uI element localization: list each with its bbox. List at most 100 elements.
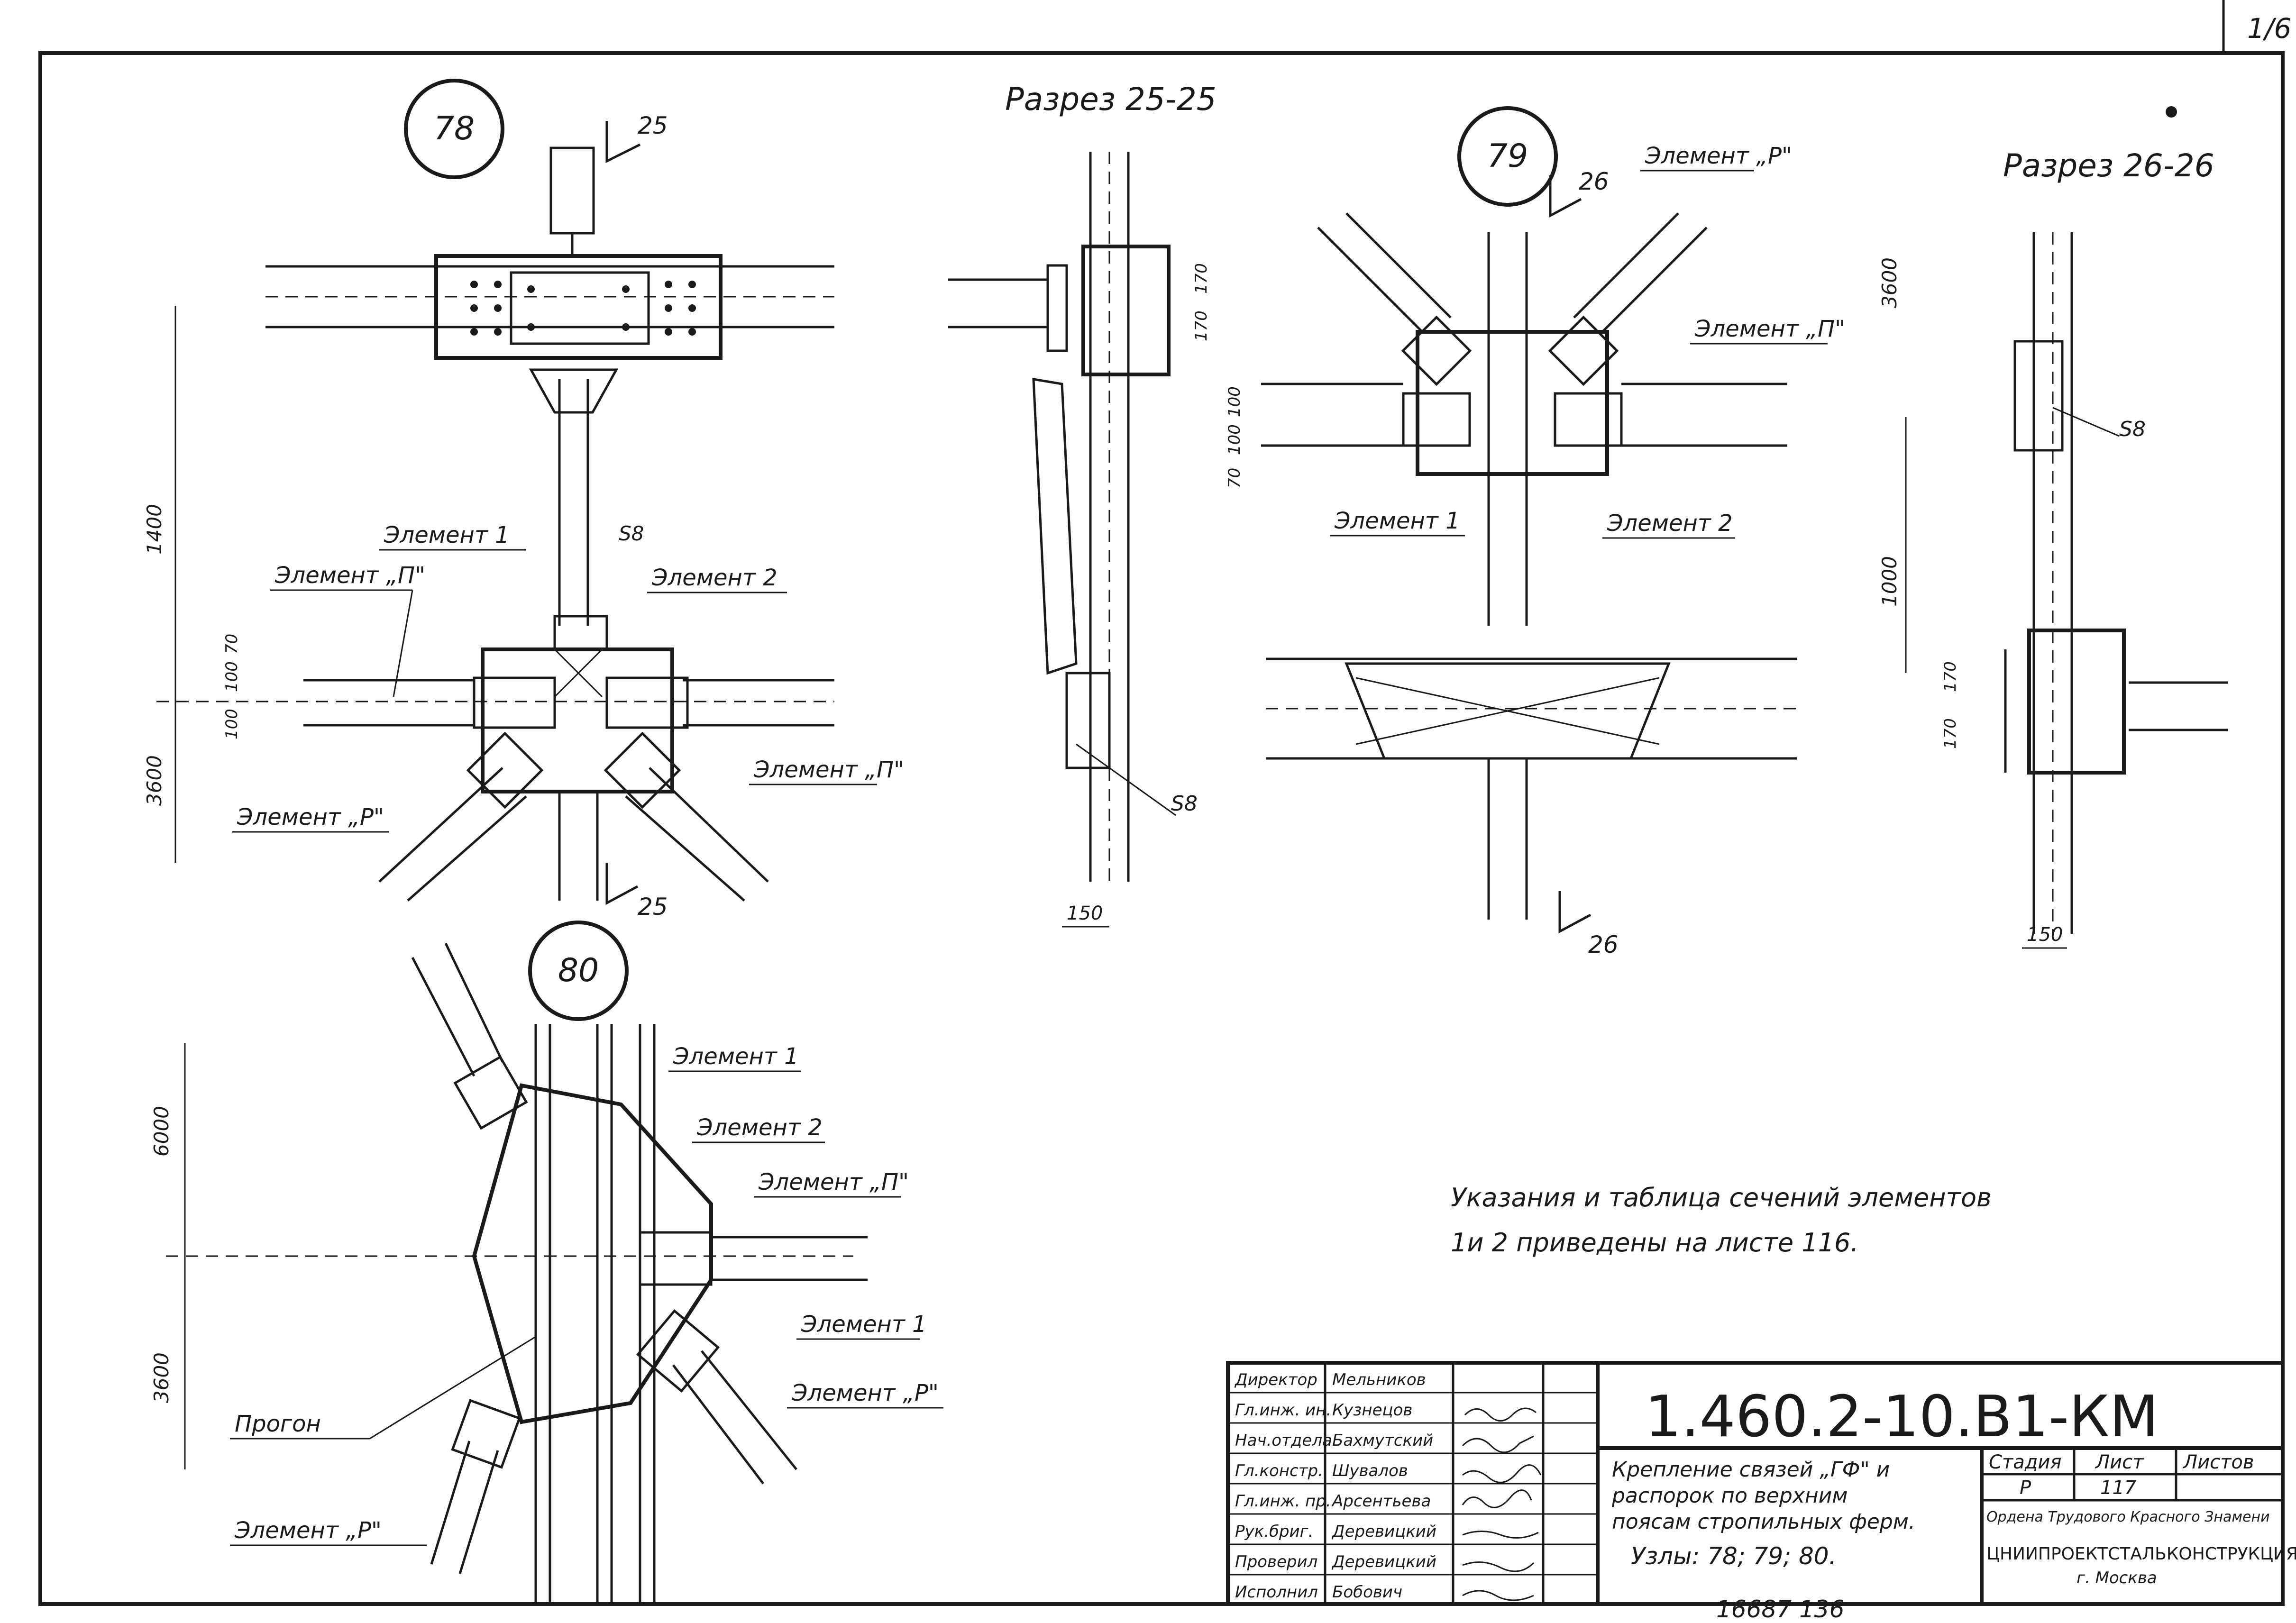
- label-element-p: Элемент „П": [758, 1169, 909, 1195]
- dim-170: 170: [1941, 718, 1960, 749]
- element-r-edge: [458, 1450, 499, 1574]
- label-s8: S8: [1171, 792, 1198, 816]
- org-line: Ордена Трудового Красного Знамени: [1986, 1509, 2270, 1525]
- dim-3600: 3600: [143, 755, 166, 806]
- element-p-plate: [1402, 392, 1471, 447]
- dim-170: 170: [1192, 263, 1211, 294]
- label-progon: Прогон: [235, 1411, 321, 1437]
- node-78-gusset: [481, 647, 674, 793]
- archive-number: 16687 136: [1716, 1596, 1844, 1623]
- section-25-drawing: Разрез 25-25 S8 150 170 170: [948, 81, 1217, 928]
- gusset-diagonal: [554, 648, 603, 698]
- hanger-plate: [529, 368, 619, 414]
- dim-6000: 6000: [150, 1106, 173, 1157]
- dim-1400: 1400: [143, 504, 166, 555]
- org-line: г. Москва: [2076, 1568, 2157, 1587]
- dim-1000: 1000: [1878, 556, 1901, 607]
- leader: [2052, 407, 2120, 437]
- label-element-p: Элемент „П": [753, 757, 904, 783]
- sheets-label: Листов: [2182, 1451, 2254, 1473]
- element-r-right-edge: [649, 767, 769, 883]
- staff-name: Арсентьева: [1331, 1492, 1431, 1511]
- element-r-plate: [451, 1399, 521, 1469]
- sheet-value: 117: [2100, 1477, 2137, 1499]
- top-plate: [1081, 245, 1171, 376]
- section-26-bottom-mark: 26: [1588, 931, 1619, 958]
- sheet-label: Лист: [2095, 1451, 2144, 1473]
- element-p-plate: [639, 1231, 713, 1286]
- label-element-1: Элемент 1: [801, 1311, 927, 1338]
- element-r-edge: [701, 1350, 797, 1470]
- section-25-title: Разрез 25-25: [1005, 81, 1217, 118]
- description-line: поясам стропильных ферм.: [1612, 1510, 1915, 1534]
- org-line: ЦНИИПРОЕКТСТАЛЬКОНСТРУКЦИЯ: [1986, 1544, 2296, 1564]
- element-r-left-edge: [378, 767, 503, 883]
- element-r-left-edge: [407, 795, 527, 902]
- node-80-label: 80: [558, 952, 599, 989]
- drawing-code: 1.460.2-10.В1-КМ: [1645, 1384, 2159, 1450]
- dim-70: 70: [1225, 468, 1244, 488]
- staff-name: Бобович: [1332, 1583, 1402, 1602]
- node-78-circle: [404, 79, 504, 179]
- element-p-left-plate: [473, 676, 556, 729]
- dim-150: 150: [1067, 903, 1103, 924]
- node-78-label: 78: [434, 110, 475, 147]
- brace-flange: [1032, 378, 1078, 675]
- title-block: Директор Мельников Гл.инж. ин. Кузнецов …: [1226, 1361, 2296, 1606]
- section-26-top-mark: 26: [1579, 168, 1609, 195]
- description-nodes: Узлы: 78; 79; 80.: [1631, 1542, 1836, 1570]
- staff-role: Гл.констр.: [1235, 1461, 1323, 1480]
- dim-100: 100: [1225, 424, 1244, 455]
- element-p-plate: [1554, 392, 1623, 447]
- section-25-bottom-arrow: [605, 863, 639, 905]
- element-r-right-edge: [625, 795, 745, 902]
- description-line: распорок по верхним: [1611, 1484, 1848, 1508]
- lower-plate: [1065, 672, 1111, 769]
- label-element-r: Элемент „Р": [1645, 143, 1792, 169]
- strut-top: [549, 146, 595, 235]
- node-80-circle: [528, 921, 629, 1021]
- element-r-edge: [1317, 227, 1423, 333]
- staff-name: Шувалов: [1332, 1461, 1408, 1480]
- element-r-right-plate: [604, 731, 681, 809]
- label-s8: S8: [2119, 417, 2146, 441]
- staff-name: Кузнецов: [1332, 1401, 1412, 1420]
- staff-role: Директор: [1234, 1370, 1317, 1389]
- node-79-gusset: [1416, 330, 1609, 476]
- staff-role: Гл.инж. ин.: [1235, 1401, 1331, 1420]
- dim-100: 100: [222, 661, 241, 692]
- splice-plate: [1345, 662, 1671, 760]
- element-r-plate: [1401, 315, 1472, 386]
- bottom-plate: [2027, 629, 2126, 775]
- element-r-edge: [672, 1364, 764, 1485]
- label-element-1: Элемент 1: [673, 1043, 799, 1070]
- staff-role: Рук.бриг.: [1235, 1522, 1313, 1541]
- element-r-edge: [1345, 212, 1452, 319]
- section-25-top-mark: 25: [638, 112, 668, 139]
- label-element-r: Элемент „Р": [791, 1380, 939, 1406]
- label-element-r: Элемент „Р": [234, 1517, 382, 1544]
- node-80-drawing: 80 6000 3600 Элемент 1 Элемент 2: [150, 921, 943, 1602]
- element-r-edge: [411, 957, 476, 1077]
- label-element-1: Элемент 1: [384, 522, 510, 548]
- label-element-p: Элемент „П": [1694, 316, 1845, 342]
- staff-role: Исполнил: [1235, 1583, 1318, 1602]
- staff-name: Деревицкий: [1331, 1552, 1436, 1571]
- section-25-bottom-mark: 25: [638, 893, 668, 921]
- dim-170: 170: [1192, 310, 1211, 341]
- label-element-2: Элемент 2: [1607, 510, 1733, 537]
- dim-170: 170: [1941, 661, 1960, 692]
- element-r-plate: [453, 1055, 528, 1130]
- dim-70: 70: [222, 634, 241, 654]
- label-element-2: Элемент 2: [651, 565, 778, 591]
- node-80-gusset: [472, 1083, 713, 1424]
- gusset: [510, 271, 650, 345]
- bolt-group: [470, 281, 696, 336]
- label-element-p: Элемент „П": [274, 562, 425, 589]
- staff-name: Мельников: [1332, 1370, 1426, 1389]
- signature-marks: [1462, 1407, 1542, 1601]
- element-r-edge: [430, 1441, 471, 1565]
- element-r-plate: [1548, 315, 1619, 386]
- corner-mark: 1/6: [2247, 12, 2291, 45]
- label-element-r: Элемент „Р": [237, 804, 384, 830]
